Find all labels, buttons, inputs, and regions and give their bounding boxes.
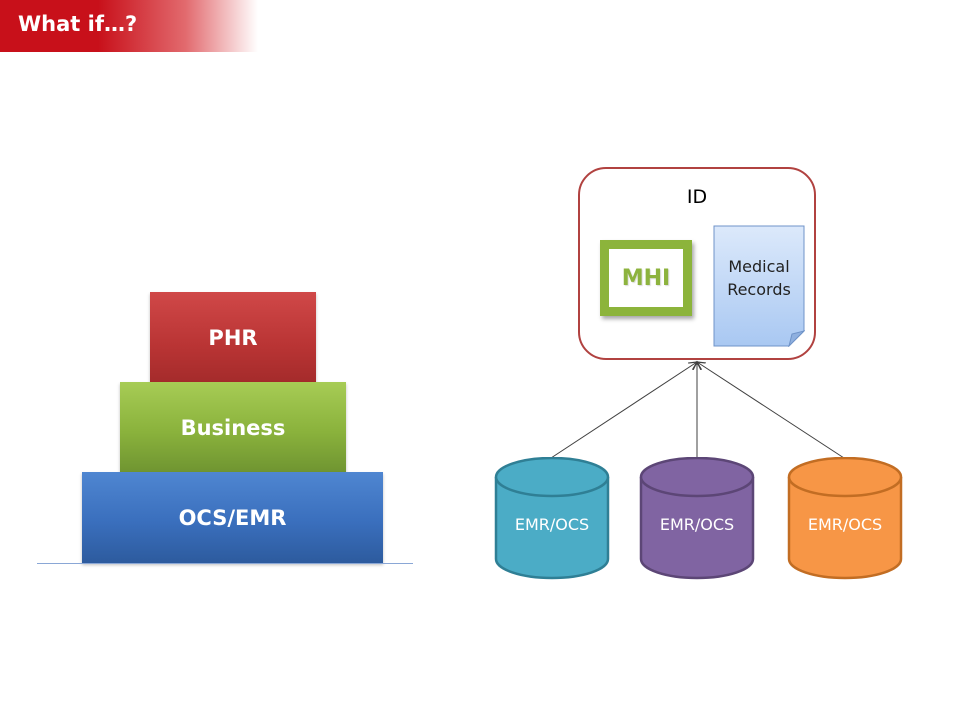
mhi-label: MHI xyxy=(609,249,683,307)
database-label-2: EMR/OCS xyxy=(659,515,735,534)
slide-title: What if…? xyxy=(18,12,138,36)
database-icon xyxy=(494,457,610,580)
id-container: ID MHI Medical Records xyxy=(578,167,816,360)
database-icon xyxy=(787,457,903,580)
stack-baseline xyxy=(37,563,413,564)
title-bar: What if…? xyxy=(0,0,258,52)
medical-records-line2: Records xyxy=(727,280,791,299)
arrow-from-db-3 xyxy=(697,362,845,459)
mhi-box: MHI xyxy=(600,240,692,316)
ocs-emr-layer: OCS/EMR xyxy=(82,472,383,563)
business-layer-label: Business xyxy=(180,415,286,440)
database-cylinder-2: EMR/OCS xyxy=(639,457,755,581)
document-icon xyxy=(713,225,805,347)
medical-records-document: Medical Records xyxy=(713,225,805,347)
ocs-emr-layer-label: OCS/EMR xyxy=(178,505,287,530)
phr-layer-label: PHR xyxy=(208,325,258,350)
database-label-1: EMR/OCS xyxy=(514,515,590,534)
arrow-from-db-1 xyxy=(550,362,697,459)
medical-records-line1: Medical xyxy=(728,257,790,276)
database-label-3: EMR/OCS xyxy=(807,515,883,534)
medical-records-label: Medical Records xyxy=(713,255,805,301)
database-cylinder-3: EMR/OCS xyxy=(787,457,903,581)
database-icon xyxy=(639,457,755,580)
database-cylinder-1: EMR/OCS xyxy=(494,457,610,581)
business-layer: Business xyxy=(120,382,346,473)
phr-layer: PHR xyxy=(150,292,316,383)
id-label: ID xyxy=(686,186,708,208)
